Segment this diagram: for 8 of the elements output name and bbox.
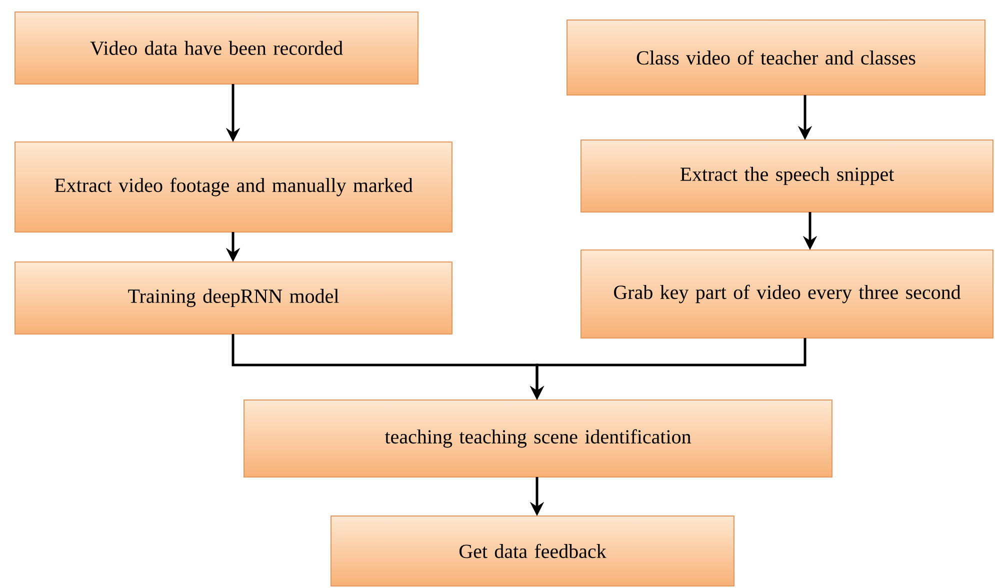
process-box: Extract the speech snippet [580, 140, 994, 212]
process-box: Grab key part of video every three second [580, 250, 994, 338]
process-box: Get data feedback [330, 516, 734, 586]
process-box: Class video of teacher and classes [566, 20, 986, 96]
process-box: Video data have been recorded [14, 12, 418, 84]
process-box: teaching teaching scene identification [244, 400, 832, 478]
process-box: Extract video footage and manually marked [14, 142, 452, 232]
process-box: Training deepRNN model [14, 262, 452, 334]
